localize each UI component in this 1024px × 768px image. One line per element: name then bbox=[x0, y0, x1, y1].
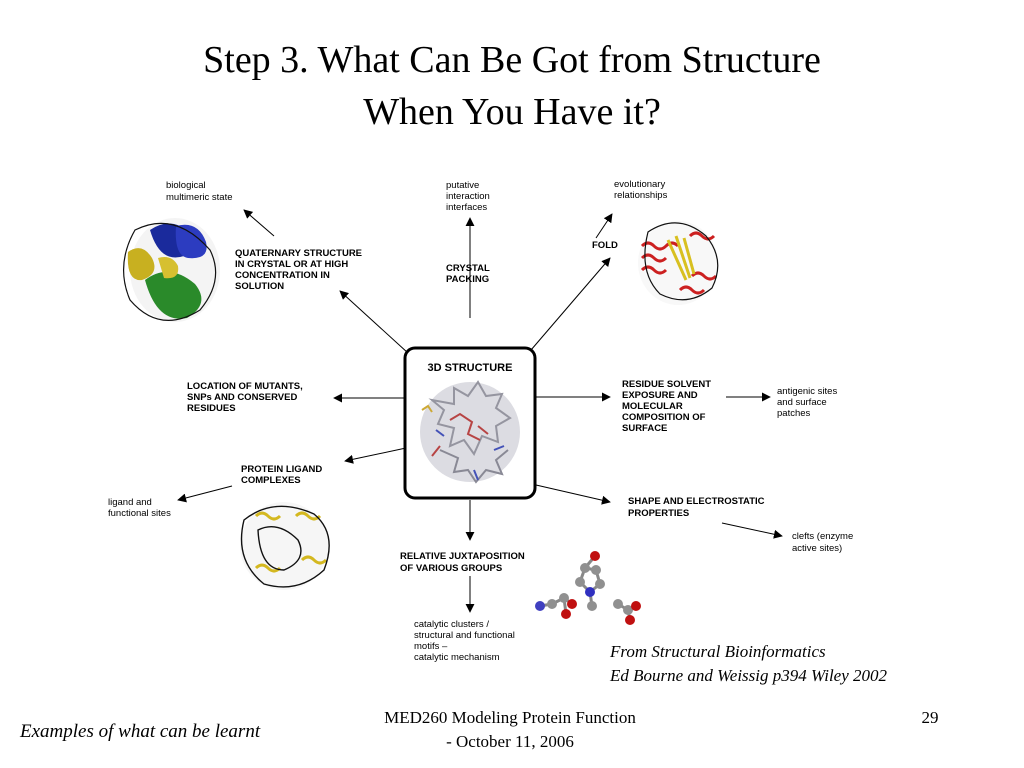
label-line: antigenic sites bbox=[777, 386, 837, 397]
node-juxtaposition-outcome: catalytic clusters / structural and func… bbox=[414, 619, 515, 663]
label-line: SURFACE bbox=[622, 423, 667, 434]
node-crystal-label: CRYSTAL PACKING bbox=[446, 263, 490, 285]
node-fold-outcome: evolutionary relationships bbox=[614, 179, 668, 201]
label-line: RESIDUE SOLVENT bbox=[622, 379, 711, 390]
label-line: MOLECULAR bbox=[622, 401, 683, 412]
label-line: CONCENTRATION IN bbox=[235, 270, 330, 281]
label-line: catalytic mechanism bbox=[414, 652, 500, 663]
molecule-large bbox=[575, 551, 605, 611]
label-line: PROPERTIES bbox=[628, 508, 689, 519]
label-line: LOCATION OF MUTANTS, bbox=[187, 381, 303, 392]
label-line: putative bbox=[446, 180, 479, 191]
label-line: relationships bbox=[614, 190, 668, 201]
label-line: CRYSTAL bbox=[446, 263, 490, 274]
node-shape-label: SHAPE AND ELECTROSTATIC PROPERTIES bbox=[628, 496, 765, 519]
label-line: RESIDUES bbox=[187, 403, 236, 414]
molecule-right bbox=[613, 599, 641, 625]
label-line: EXPOSURE AND bbox=[622, 390, 698, 401]
ligand-complex-image bbox=[240, 502, 330, 590]
molecule-left bbox=[535, 593, 577, 619]
slide-number: 29 bbox=[921, 708, 939, 727]
label-line: PACKING bbox=[446, 274, 489, 285]
label-line: PROTEIN LIGAND bbox=[241, 464, 322, 475]
label-line: evolutionary bbox=[614, 179, 665, 190]
label-line: OF VARIOUS GROUPS bbox=[400, 563, 502, 574]
label-line: interfaces bbox=[446, 202, 487, 213]
node-solvent-label: RESIDUE SOLVENT EXPOSURE AND MOLECULAR C… bbox=[622, 379, 711, 434]
label-line: QUATERNARY STRUCTURE bbox=[235, 248, 362, 259]
node-ligand-label: PROTEIN LIGAND COMPLEXES bbox=[241, 464, 322, 486]
label-line: catalytic clusters / bbox=[414, 619, 489, 630]
node-quaternary-label: QUATERNARY STRUCTURE IN CRYSTAL OR AT HI… bbox=[235, 248, 362, 292]
quaternary-protein-image bbox=[122, 218, 220, 322]
label-line: clefts (enzyme bbox=[792, 531, 853, 542]
label-line: ligand and bbox=[108, 497, 152, 508]
node-ligand-outcome: ligand and functional sites bbox=[108, 497, 171, 519]
label-line: patches bbox=[777, 408, 811, 419]
label-line: SHAPE AND ELECTROSTATIC bbox=[628, 496, 765, 507]
footer-caption: Examples of what can be learnt bbox=[20, 721, 261, 742]
label-line: biological bbox=[166, 180, 206, 191]
footer-course-title: MED260 Modeling Protein Function bbox=[384, 708, 636, 727]
arrows bbox=[177, 209, 783, 613]
label-line: IN CRYSTAL OR AT HIGH bbox=[235, 259, 348, 270]
citation-source: From Structural Bioinformatics bbox=[610, 642, 826, 661]
node-crystal-outcome: putative interaction interfaces bbox=[446, 180, 490, 213]
citation-authors: Ed Bourne and Weissig p394 Wiley 2002 bbox=[610, 666, 888, 685]
label-line: COMPLEXES bbox=[241, 475, 301, 486]
label-line: active sites) bbox=[792, 543, 842, 554]
label-line: FOLD bbox=[592, 240, 618, 251]
structure-stick-model-image bbox=[420, 380, 520, 484]
label-line: functional sites bbox=[108, 508, 171, 519]
label-line: multimeric state bbox=[166, 192, 233, 203]
node-quaternary-outcome: biological multimeric state bbox=[166, 180, 233, 203]
center-label: 3D STRUCTURE bbox=[428, 362, 513, 374]
label-line: and surface bbox=[777, 397, 827, 408]
node-shape-outcome: clefts (enzyme active sites) bbox=[792, 531, 853, 554]
node-juxtaposition-label: RELATIVE JUXTAPOSITION OF VARIOUS GROUPS bbox=[400, 551, 525, 574]
ball-and-stick-molecules-image bbox=[535, 551, 641, 625]
node-solvent-outcome: antigenic sites and surface patches bbox=[777, 386, 837, 419]
label-line: SNPs AND CONSERVED bbox=[187, 392, 297, 403]
node-mutants-label: LOCATION OF MUTANTS, SNPs AND CONSERVED … bbox=[187, 381, 303, 414]
node-fold-label: FOLD bbox=[592, 240, 618, 251]
label-line: interaction bbox=[446, 191, 490, 202]
label-line: motifs – bbox=[414, 641, 448, 652]
label-line: RELATIVE JUXTAPOSITION bbox=[400, 551, 525, 562]
slide-title-line-1: Step 3. What Can Be Got from Structure bbox=[203, 39, 821, 81]
slide-title-line-2: When You Have it? bbox=[363, 91, 661, 133]
label-line: SOLUTION bbox=[235, 281, 284, 292]
label-line: structural and functional bbox=[414, 630, 515, 641]
center-structure-box: 3D STRUCTURE bbox=[403, 346, 537, 500]
footer-date: - October 11, 2006 bbox=[446, 732, 574, 751]
label-line: COMPOSITION OF bbox=[622, 412, 706, 423]
fold-protein-image bbox=[638, 221, 719, 305]
